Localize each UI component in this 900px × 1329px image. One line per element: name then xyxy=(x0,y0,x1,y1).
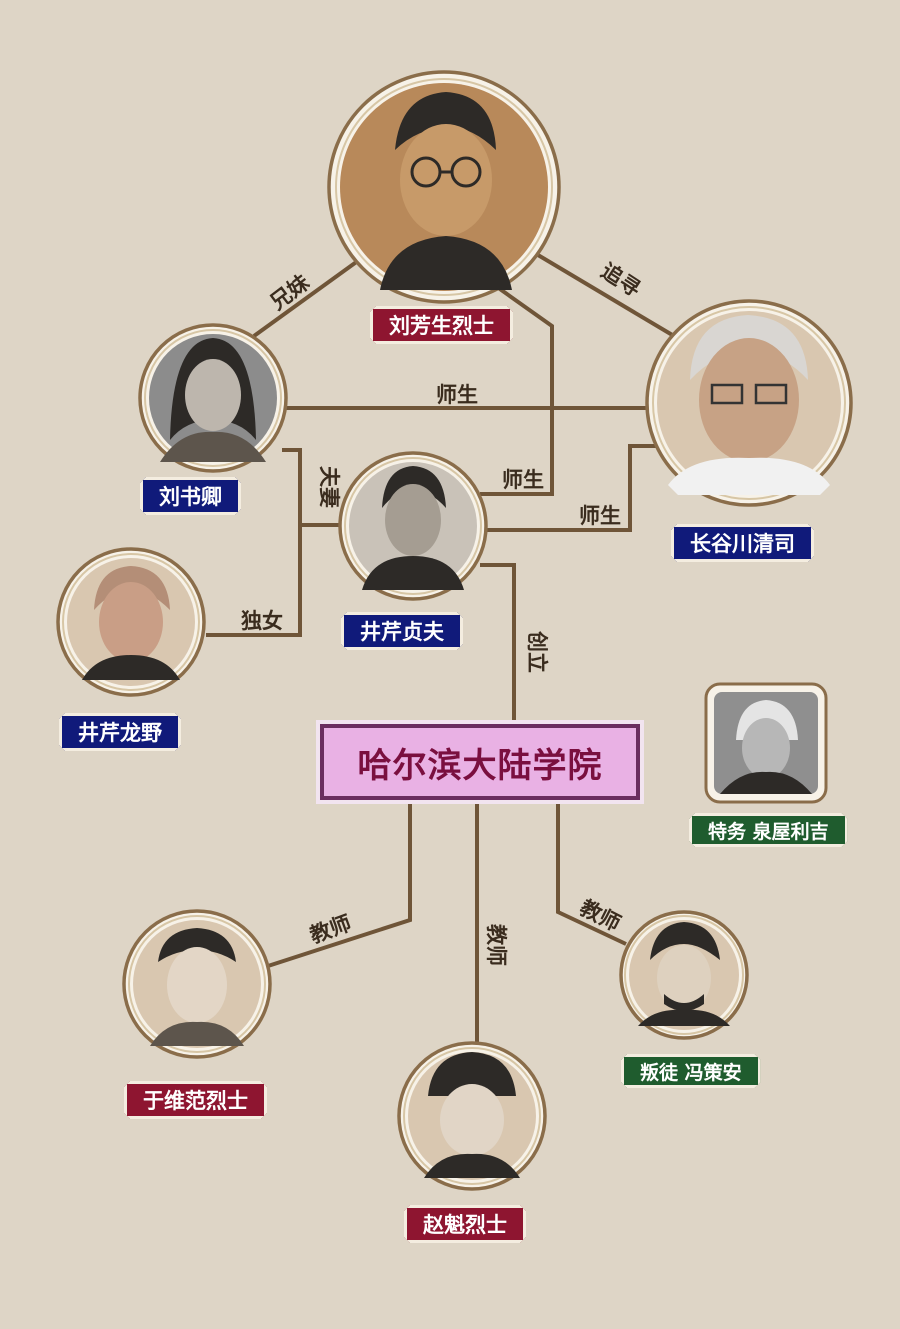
label-teacher-student-1: 师生 xyxy=(436,383,478,407)
label-founded: 创立 xyxy=(525,630,549,673)
label-teacher-student-2: 师生 xyxy=(502,468,544,492)
portrait-izumiya xyxy=(704,682,828,804)
label-teacher-student-3: 师生 xyxy=(579,504,621,528)
label-spouses: 夫妻 xyxy=(317,466,341,508)
name-tag-liu-shuqing: 刘书卿 xyxy=(140,477,241,515)
name-tag-izeri-sadao: 井芹贞夫 xyxy=(341,612,463,650)
portrait-feng-cean xyxy=(619,910,749,1040)
connector-lines xyxy=(206,253,676,1042)
portrait-hasegawa xyxy=(645,299,853,507)
portrait-liu-shuqing xyxy=(138,323,288,473)
edge-teacher-yu xyxy=(267,800,412,968)
portrait-liu-fangsheng xyxy=(327,70,561,304)
edge-spouses xyxy=(282,448,342,527)
name-tag-izumiya: 特务 泉屋利吉 xyxy=(689,813,848,847)
portrait-zhao-kui xyxy=(397,1041,547,1191)
portrait-izeri-tatsuno xyxy=(56,547,206,697)
edge-founded xyxy=(480,563,516,726)
institution-box: 哈尔滨大陆学院 xyxy=(320,724,640,800)
name-tag-izeri-tatsuno: 井芹龙野 xyxy=(59,713,181,751)
edge-teacher-feng xyxy=(556,800,627,946)
name-tag-feng-cean: 叛徒 冯策安 xyxy=(621,1054,761,1088)
edge-pursue xyxy=(536,253,676,338)
edge-izeri-hasegawa xyxy=(485,444,660,532)
name-tag-yu-weifan: 于维范烈士 xyxy=(124,1081,267,1119)
edge-siblings xyxy=(252,253,368,338)
name-tag-hasegawa: 长谷川清司 xyxy=(671,524,814,562)
label-teacher-2: 教师 xyxy=(484,924,508,966)
name-tag-zhao-kui: 赵魁烈士 xyxy=(404,1205,526,1243)
portrait-izeri-sadao xyxy=(338,451,488,601)
name-tag-liu-fangsheng: 刘芳生烈士 xyxy=(370,306,513,344)
edge-only-daughter xyxy=(206,525,302,637)
portrait-yu-weifan xyxy=(122,909,272,1059)
label-only-daughter: 独女 xyxy=(241,609,283,633)
